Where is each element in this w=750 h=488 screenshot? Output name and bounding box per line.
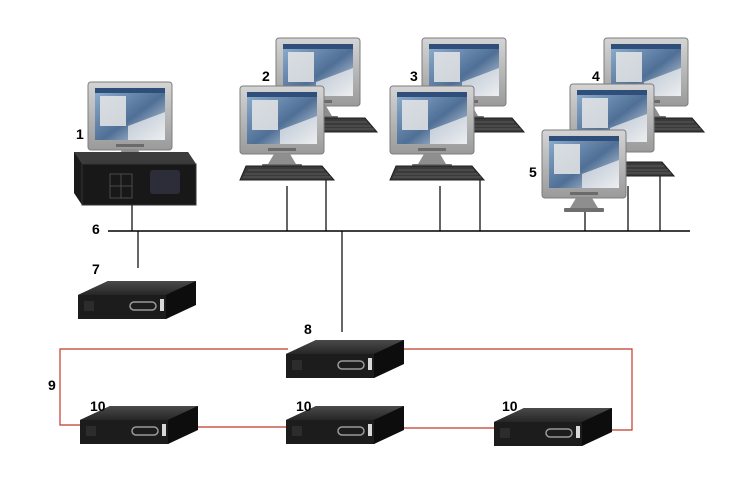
label-5: 5 [529, 164, 537, 180]
label-3: 3 [410, 68, 418, 84]
label-1: 1 [76, 126, 84, 142]
label-2: 2 [262, 68, 270, 84]
workstation-group-2 [239, 37, 378, 181]
label-10-center: 10 [296, 398, 312, 414]
label-8: 8 [304, 321, 312, 337]
label-6: 6 [92, 221, 100, 237]
label-4: 4 [592, 68, 600, 84]
display-monitor-5 [541, 129, 627, 213]
label-7: 7 [92, 261, 100, 277]
label-9: 9 [48, 377, 56, 393]
ring-network-line [59, 348, 633, 431]
network-unit-7 [77, 280, 197, 320]
bus-drop-lines [131, 176, 661, 332]
network-unit-8 [285, 339, 405, 379]
workstation-group-3 [389, 37, 525, 181]
label-10-left: 10 [90, 398, 106, 414]
central-server-workstation [74, 81, 197, 206]
label-10-right: 10 [502, 398, 518, 414]
